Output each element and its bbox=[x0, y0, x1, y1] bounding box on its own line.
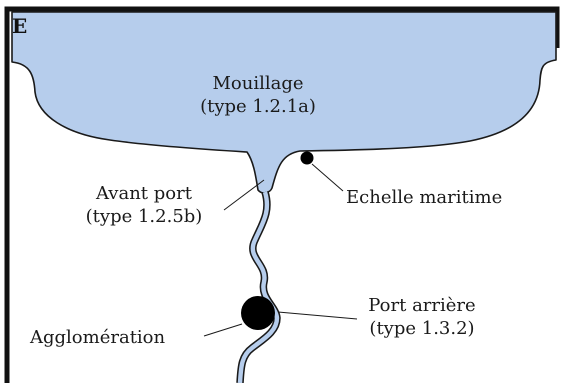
panel-letter: E bbox=[12, 14, 28, 38]
river-water bbox=[237, 191, 280, 383]
avant-port-type: (type 1.2.5b) bbox=[85, 206, 203, 227]
mouillage-name: Mouillage bbox=[212, 73, 304, 94]
agglomeration-text: Agglomération bbox=[30, 327, 166, 348]
panel-frame bbox=[4, 6, 560, 383]
agglomeration-marker bbox=[241, 296, 275, 330]
port-arriere-label: Port arrière (type 1.3.2) bbox=[352, 294, 492, 340]
port-arriere-name: Port arrière bbox=[368, 295, 476, 316]
port-arriere-type: (type 1.3.2) bbox=[369, 318, 475, 339]
leader-port-arriere bbox=[277, 311, 358, 320]
avant-port-label: Avant port (type 1.2.5b) bbox=[64, 182, 224, 228]
leader-echelle bbox=[311, 163, 344, 192]
avant-port-name: Avant port bbox=[96, 183, 192, 204]
echelle-marker bbox=[300, 151, 314, 165]
leader-avant-port bbox=[223, 179, 265, 211]
mouillage-label: Mouillage (type 1.2.1a) bbox=[178, 72, 338, 118]
leader-agglomeration bbox=[203, 323, 243, 337]
agglomeration-label: Agglomération bbox=[30, 326, 206, 349]
echelle-text: Echelle maritime bbox=[346, 187, 503, 208]
mouillage-type: (type 1.2.1a) bbox=[200, 96, 316, 117]
echelle-label: Echelle maritime bbox=[346, 186, 546, 209]
